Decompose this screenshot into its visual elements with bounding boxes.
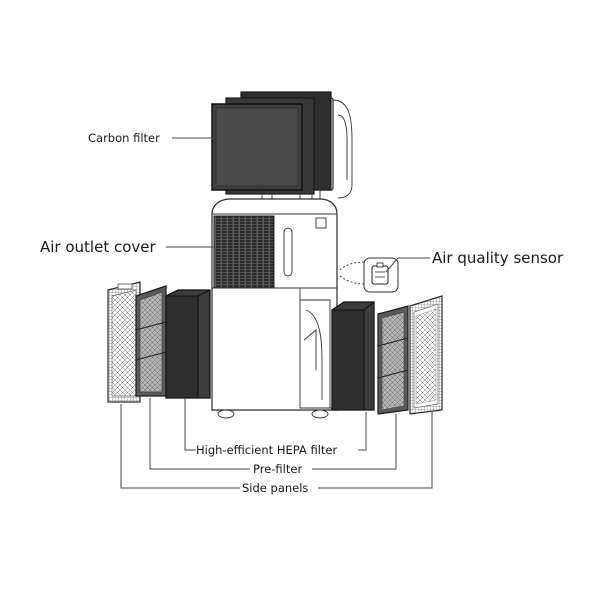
- carbon-filter-label: Carbon filter: [88, 131, 160, 145]
- right-side-panel: [409, 295, 443, 415]
- air-quality-sensor-label: Air quality sensor: [432, 249, 564, 267]
- carbon-filter: [211, 91, 353, 203]
- pre-filter-label: Pre-filter: [253, 462, 302, 476]
- right-pre-filter: [377, 305, 409, 415]
- leader-lines: [120, 137, 433, 489]
- left-side-panel: [107, 281, 141, 403]
- air-outlet-cover-label: Air outlet cover: [40, 238, 157, 256]
- hepa-filter-label: High-efficient HEPA filter: [196, 443, 337, 457]
- right-hepa-filter: [331, 301, 375, 411]
- purifier-body: [211, 198, 338, 419]
- left-hepa-filter: [165, 289, 211, 399]
- air-quality-sensor-icon: [339, 257, 399, 293]
- left-pre-filter: [135, 285, 167, 397]
- side-panels-label: Side panels: [242, 481, 308, 495]
